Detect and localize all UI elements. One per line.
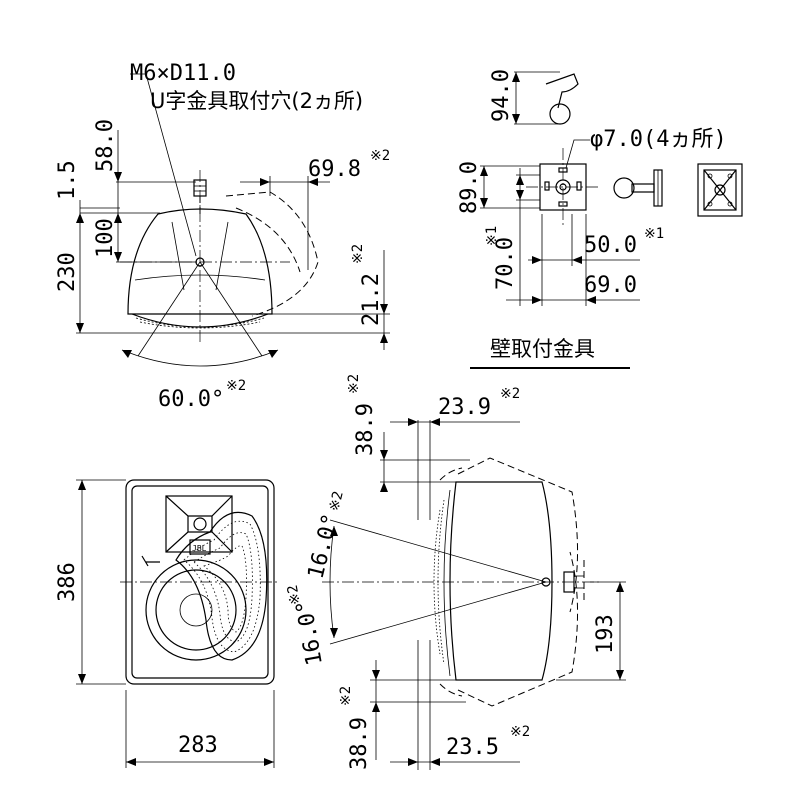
ref-70: ※1 <box>484 226 500 246</box>
front-view-logo: JBL <box>192 544 207 553</box>
top-view-rotated-outline <box>225 191 319 317</box>
dim-94: 94.0 <box>489 69 514 122</box>
bracket-ball <box>549 103 571 125</box>
ref-16-top: ※2 <box>326 490 346 513</box>
dim-58: 58.0 <box>93 119 118 172</box>
front-view: JBL 386 283 <box>55 479 280 768</box>
dim-16-top: 16.0° <box>304 511 344 581</box>
side-view-rotated-down <box>457 551 578 707</box>
ref-38-9-top: ※2 <box>346 374 362 394</box>
ref-21-2: ※2 <box>350 244 366 264</box>
dim-70: 70.0 <box>493 237 518 290</box>
dim-50: 50.0 <box>584 233 637 258</box>
bracket-rear-plate <box>697 163 743 217</box>
dim-69: 69.0 <box>584 273 637 298</box>
dim-23-9: 23.9 <box>438 395 491 420</box>
front-view-woofer <box>145 559 247 661</box>
dim-23-5: 23.5 <box>446 735 499 760</box>
ref-23-5: ※2 <box>510 724 530 740</box>
front-view-horn <box>165 495 233 553</box>
dim-230: 230 <box>55 252 80 292</box>
dim-283: 283 <box>178 733 218 758</box>
ref-23-9: ※2 <box>500 386 520 402</box>
hole-note: φ7.0(4ヵ所) <box>590 127 727 152</box>
dim-100: 100 <box>93 218 118 258</box>
ref-69-8: ※2 <box>370 148 390 164</box>
bracket-caption: 壁取付金具 <box>490 337 595 361</box>
dim-38-9-bottom: 38.9 <box>347 717 372 770</box>
dim-38-9-top: 38.9 <box>353 403 378 456</box>
front-view-grille <box>175 511 268 661</box>
dim-1-5: 1.5 <box>55 160 80 200</box>
dim-16-bottom: 16.0° <box>292 598 328 668</box>
ref-38-9-bottom: ※2 <box>338 686 354 706</box>
ref-50: ※1 <box>644 226 664 242</box>
ref-16-bottom: ※2 <box>285 583 304 606</box>
dim-69-8: 69.8 <box>308 157 361 182</box>
dim-193: 193 <box>593 614 618 654</box>
top-view: M6×D11.0 U字金具取付穴(2ヵ所) 58.0 1.5 100 230 6… <box>55 61 390 412</box>
wall-bracket: 94.0 φ7.0(4ヵ所) 89.0 70.0 ※1 50.0 ※1 69.0… <box>457 69 743 369</box>
dim-89: 89.0 <box>457 161 482 214</box>
bolt-note: U字金具取付穴(2ヵ所) <box>150 89 363 113</box>
top-view-cabinet <box>127 208 273 315</box>
dim-21-2: 21.2 <box>359 273 384 326</box>
side-view: 38.9 ※2 23.9 ※2 16.0° ※2 16.0° ※2 193 38… <box>285 374 626 770</box>
side-view-cabinet <box>449 481 553 681</box>
dim-386: 386 <box>55 562 80 602</box>
ref-60deg: ※2 <box>226 378 246 394</box>
side-view-rotated-up <box>457 457 578 613</box>
bolt-spec: M6×D11.0 <box>130 61 236 86</box>
dim-60deg: 60.0° <box>158 387 224 412</box>
